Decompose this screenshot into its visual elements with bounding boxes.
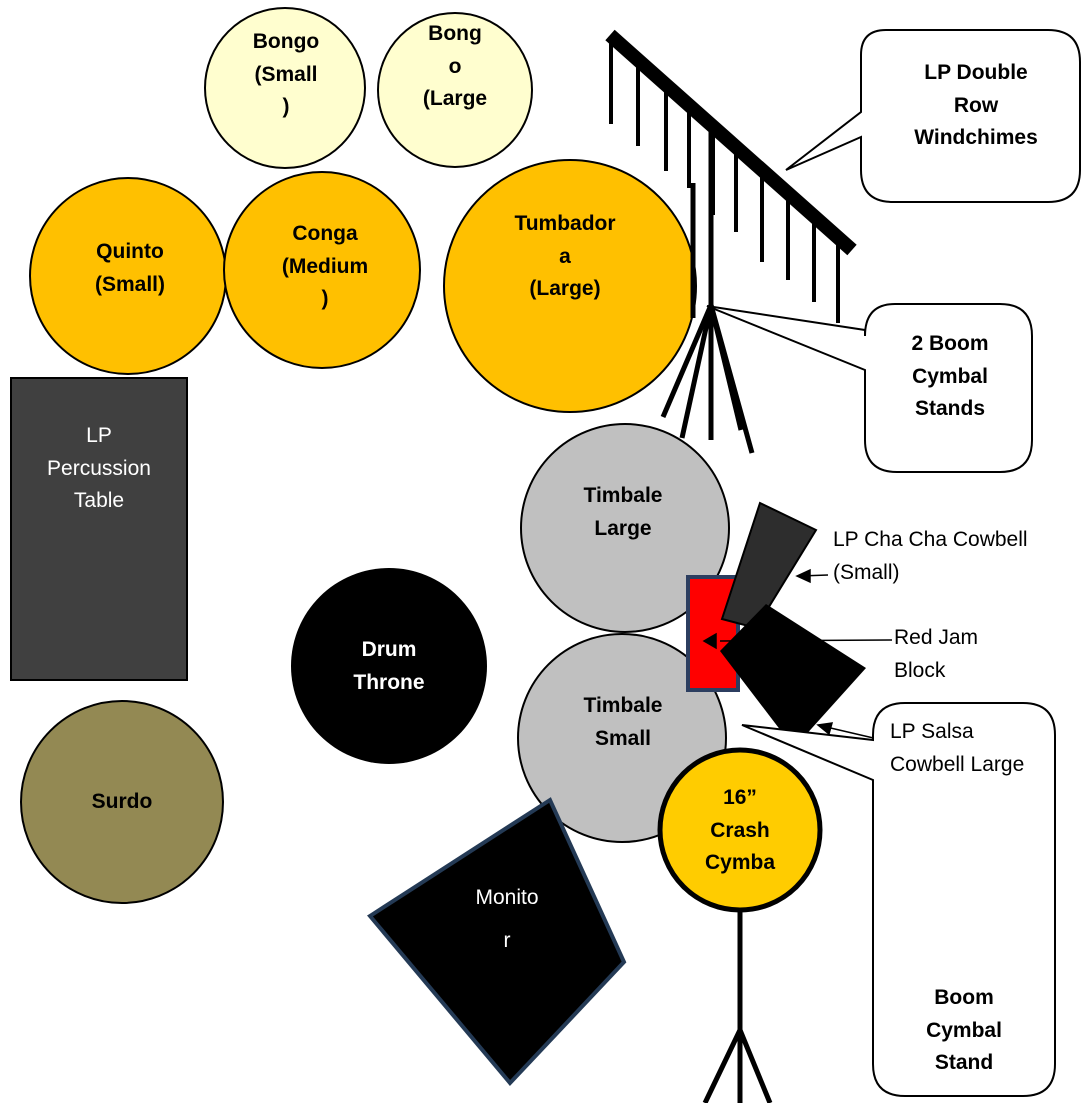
conga-medium <box>223 171 421 369</box>
bongo-large <box>377 12 533 168</box>
timbale-large <box>520 423 730 633</box>
bongo-small <box>204 7 366 169</box>
bongo-small-label: Bongo(Small) <box>252 30 320 119</box>
surdo <box>20 700 224 904</box>
crash-cymbal <box>657 747 823 913</box>
drum-throne <box>291 568 487 764</box>
conga-label: Conga(Medium) <box>281 222 369 311</box>
tumbadora <box>443 159 697 413</box>
crash-stand <box>702 905 773 1103</box>
callout-boom-stands-bubble <box>706 303 1033 473</box>
boom-cymbal-stands <box>660 130 755 454</box>
monitor <box>367 797 627 1087</box>
callout-windchimes-bubble <box>785 29 1081 203</box>
quinto-label: Quinto(Small) <box>94 240 165 296</box>
percussion-table <box>10 377 188 681</box>
surdo-label: Surdo <box>91 790 153 813</box>
red-jam-block <box>686 575 740 692</box>
callout-boom-stand-bubble <box>741 702 1056 1097</box>
cha-cha-label: LP Cha Cha Cowbell(Small) <box>833 528 1028 584</box>
salsa-cowbell <box>720 604 866 748</box>
